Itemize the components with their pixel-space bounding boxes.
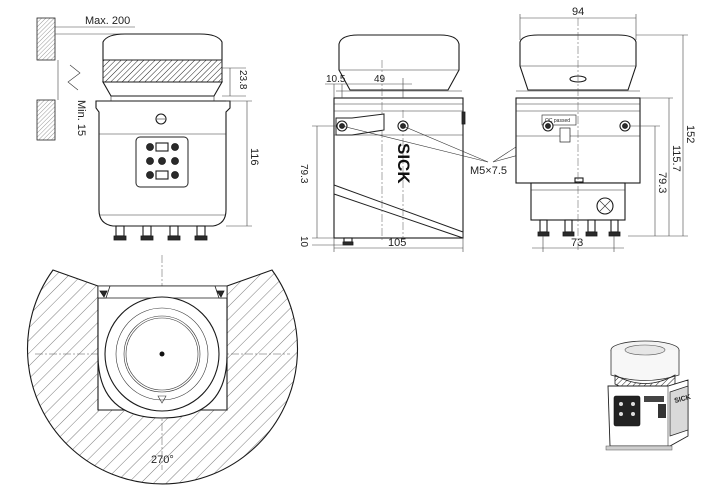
scan-angle-label: 270° (151, 454, 174, 466)
side-view: SICK 10.5 49 79.3 10 105 M5×7.5 (298, 34, 626, 252)
side-head-dome (338, 34, 460, 91)
max-distance-label: Max. 200 (85, 15, 130, 27)
brand-logo-thumbnail: SICK (674, 394, 692, 405)
dim-10-5-label: 10.5 (326, 74, 346, 85)
status-led-icon (146, 143, 154, 151)
front-view: Max. 200 Min. 15 (36, 15, 260, 241)
scan-field-270 (26, 269, 299, 485)
dim-10-label: 10 (298, 236, 309, 248)
status-led-icon (171, 171, 179, 179)
dim-105-label: 105 (388, 237, 406, 249)
dim-49-label: 49 (374, 74, 386, 85)
status-led-icon (171, 157, 179, 165)
thread-label: M5×7.5 (470, 165, 507, 177)
status-led-icon (146, 157, 154, 165)
product-3d-thumbnail: SICK (605, 340, 692, 451)
status-led-icon (146, 171, 154, 179)
dim-152-label: 152 (684, 125, 696, 143)
qc-sticker-label: QC passed (545, 118, 570, 124)
dim-23-8-label: 23.8 (237, 70, 248, 90)
dim-79-3-left-label: 79.3 (298, 164, 309, 184)
rear-bottom-connectors (537, 219, 621, 237)
min-distance-label: Min. 15 (75, 100, 87, 136)
qc-sticker (541, 114, 577, 126)
wall-upper (36, 17, 56, 61)
dim-79-3-right-label: 79.3 (656, 172, 668, 193)
dim-94-label: 94 (572, 6, 584, 18)
top-view-scan-field: 270° (26, 255, 299, 485)
rear-view: QC passed 94 152 115.7 79.3 (515, 6, 696, 252)
bottom-connectors (113, 225, 208, 241)
status-led-icon (158, 157, 166, 165)
dim-116-label: 116 (248, 148, 260, 166)
scanner-head-dome (102, 33, 223, 61)
scanner-window (102, 59, 223, 83)
dim-73-label: 73 (571, 237, 583, 249)
dim-115-7-label: 115.7 (670, 145, 682, 172)
wall-lower (36, 99, 56, 141)
status-led-icon (171, 143, 179, 151)
brand-logo-side: SICK (394, 143, 413, 184)
